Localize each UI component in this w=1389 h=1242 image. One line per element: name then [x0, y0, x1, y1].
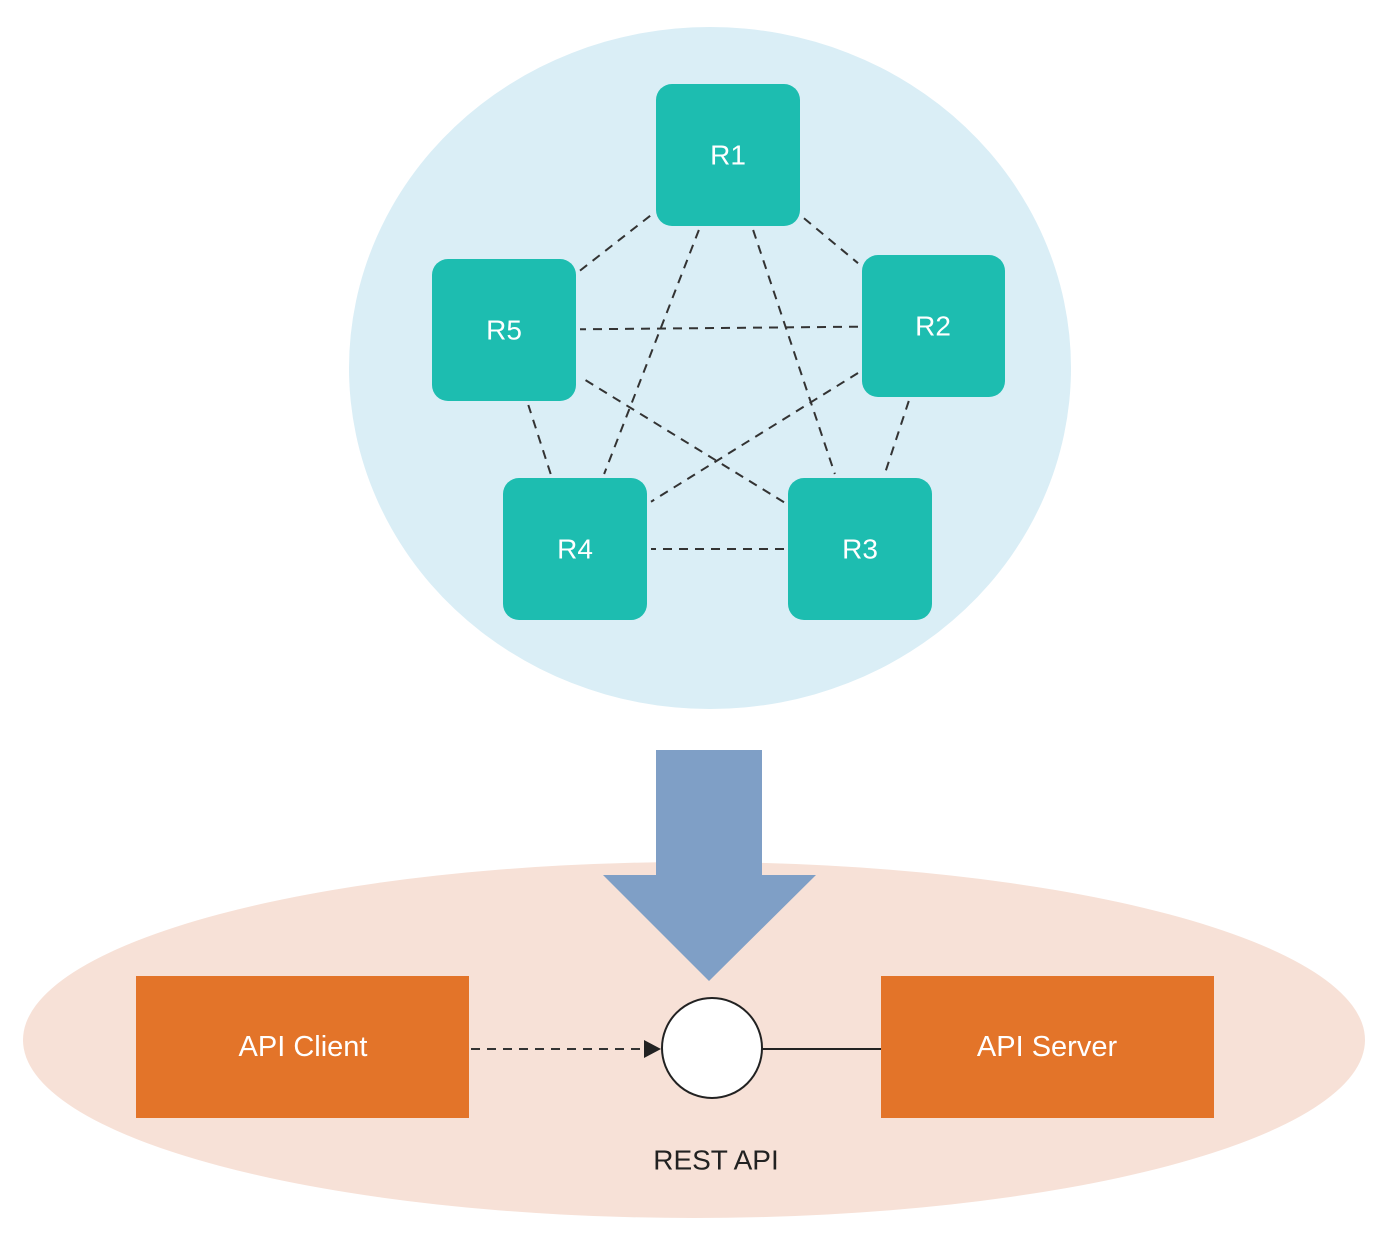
edge-r4-r5 [527, 404, 552, 475]
arrowhead-icon [644, 1040, 661, 1058]
edge-r2-r5 [579, 325, 859, 331]
api-client-label: API Client [239, 1031, 368, 1063]
edge-r1-r2 [803, 217, 859, 264]
cluster-edges [527, 213, 910, 550]
node-r2-label: R2 [915, 311, 951, 342]
rest-api-label: REST API [653, 1145, 779, 1176]
edge-r3-r5 [579, 375, 785, 504]
node-r5-label: R5 [486, 315, 522, 346]
node-r3-label: R3 [842, 534, 878, 565]
node-r5: R5 [432, 259, 576, 401]
edge-r2-r3 [883, 400, 910, 475]
api-client-box: API Client [136, 976, 469, 1118]
node-r4-label: R4 [557, 534, 593, 565]
edge-r2-r4 [650, 372, 859, 503]
api-server-box: API Server [881, 976, 1214, 1118]
node-r1-label: R1 [710, 140, 746, 171]
node-r1: R1 [656, 84, 800, 226]
down-arrow-icon [603, 750, 816, 981]
api-server-label: API Server [977, 1031, 1118, 1063]
rest-api-interface-icon [661, 997, 763, 1099]
node-r2: R2 [862, 255, 1005, 397]
node-r3: R3 [788, 478, 932, 620]
edge-r1-r4 [603, 229, 700, 475]
edge-r1-r3 [752, 229, 836, 475]
node-r4: R4 [503, 478, 647, 620]
